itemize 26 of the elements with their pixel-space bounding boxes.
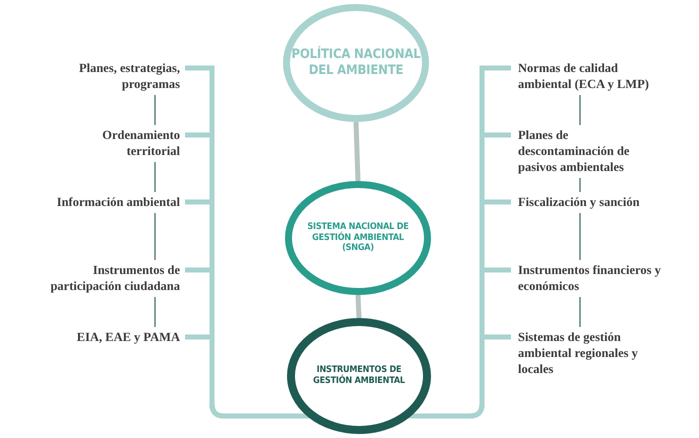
thin-line	[579, 213, 581, 260]
connector-line	[354, 122, 360, 182]
ellipse-node	[285, 181, 431, 295]
item-label: Instrumentos financieros y económicos	[518, 262, 662, 294]
thin-line	[579, 178, 581, 192]
item-label: Instrumentos de participación ciudadana	[49, 262, 180, 294]
item-label: Fiscalización y sanción	[518, 194, 641, 210]
thin-line	[154, 162, 156, 192]
item-label: Ordenamiento territorial	[101, 127, 180, 159]
ellipse-node	[287, 318, 431, 434]
thin-line	[154, 213, 156, 260]
item-label: EIA, EAE y PAMA	[76, 329, 180, 345]
thin-line	[154, 95, 156, 125]
item-label: Información ambiental	[56, 194, 180, 210]
ellipse-node	[283, 4, 429, 122]
connector-line	[356, 294, 362, 318]
item-label: Planes, estrategias, programas	[78, 60, 180, 92]
node-label: INSTRUMENTOS DE GESTIÓN AMBIENTAL	[312, 365, 406, 387]
thin-line	[154, 297, 156, 327]
item-label: Normas de calidad ambiental (ECA y LMP)	[518, 60, 650, 92]
thin-line	[579, 95, 581, 125]
thin-line	[579, 297, 581, 327]
node-label: SISTEMA NACIONAL DE GESTIÓN AMBIENTAL (SNGA)	[306, 222, 410, 254]
node-label: POLÍTICA NACIONAL DEL AMBIENTE	[291, 47, 421, 79]
item-label: Planes de descontaminación de pasivos ambientales	[518, 127, 630, 175]
item-label: Sistemas de gestión ambiental regionales y locales	[518, 329, 639, 377]
